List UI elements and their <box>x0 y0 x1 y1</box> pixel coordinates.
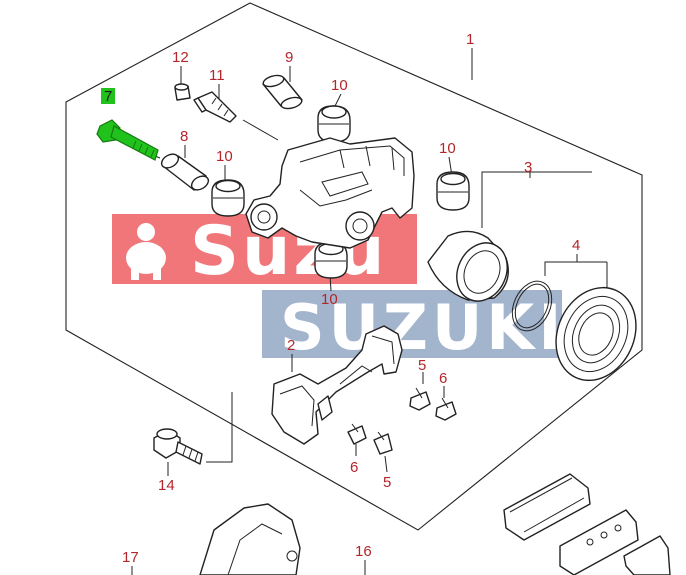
part-boot-10-bottom <box>314 241 348 279</box>
part-caliper-bracket <box>271 325 403 445</box>
label-part-7: 7 <box>104 88 112 105</box>
label-part-10-bottom: 10 <box>321 291 338 308</box>
label-part-10-right: 10 <box>439 140 456 157</box>
label-part-10-left: 10 <box>216 148 233 165</box>
part-pad-clips-bottom <box>347 423 393 455</box>
part-piston-seal-ring <box>511 280 553 332</box>
watermark-brand-bottom: SUZUKI <box>280 291 565 364</box>
part-guide-bolt-highlighted <box>96 119 159 161</box>
part-bracket-bolt <box>153 428 203 465</box>
label-part-12: 12 <box>172 49 189 66</box>
part-bleeder-screw <box>193 91 237 123</box>
label-part-5-bottom: 5 <box>383 474 391 491</box>
label-part-11: 11 <box>209 67 225 84</box>
label-part-1: 1 <box>466 31 474 48</box>
part-sleeve <box>160 153 210 191</box>
part-brake-pads <box>503 473 671 575</box>
label-part-9: 9 <box>285 49 293 66</box>
label-part-10-top: 10 <box>331 77 348 94</box>
label-part-17: 17 <box>122 549 139 566</box>
label-part-8: 8 <box>180 128 188 145</box>
part-slide-pin-9 <box>262 74 303 110</box>
label-part-5-top: 5 <box>418 357 426 374</box>
label-part-3: 3 <box>524 159 532 176</box>
label-part-2: 2 <box>287 337 295 354</box>
highlight-box-part-7 <box>101 88 115 104</box>
assembly-outline <box>65 2 643 531</box>
part-boot-10-top <box>317 105 351 143</box>
sumo-logo <box>126 223 166 280</box>
label-part-16: 16 <box>355 543 372 560</box>
part-dust-boot <box>555 286 637 382</box>
leader-lines <box>131 48 608 575</box>
callout-labels: 1 12 9 11 10 7 8 10 10 3 4 10 2 5 6 6 5 … <box>101 31 580 566</box>
part-pad-clips-top <box>409 387 457 421</box>
part-piston <box>427 230 509 302</box>
watermark-blue-band <box>262 290 562 358</box>
part-backing-plate <box>199 503 301 575</box>
label-part-4: 4 <box>572 237 580 254</box>
part-boot-10-left <box>211 179 245 217</box>
part-bleeder-cap <box>174 83 191 101</box>
label-part-14: 14 <box>158 477 175 494</box>
part-boot-10-right <box>436 171 470 211</box>
label-part-6-top: 6 <box>439 370 447 387</box>
label-part-6-bottom: 6 <box>350 459 358 476</box>
part-caliper-body <box>245 137 415 249</box>
